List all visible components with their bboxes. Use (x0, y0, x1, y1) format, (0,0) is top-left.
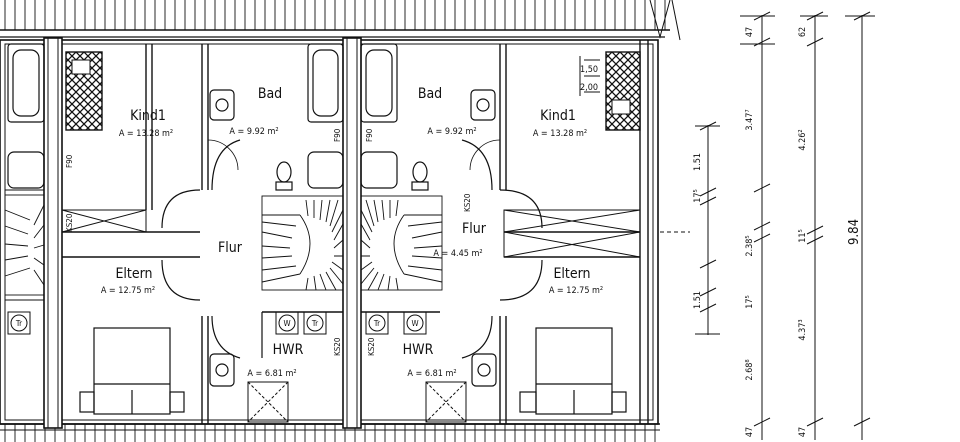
dim-col2-4: 47 (745, 427, 755, 437)
room-name-hwr-right: HWR (403, 342, 434, 358)
bathtubs (7, 43, 398, 123)
room-area-kind1-right: A = 13.28 m² (533, 129, 587, 139)
dryer-label-right: Tr (373, 319, 380, 328)
dim-col2-2: 11⁵ (798, 229, 808, 243)
room-area-hwr-left: A = 6.81 m² (247, 369, 296, 379)
dim-col2-1: 3.47⁷ (745, 109, 755, 130)
dim-col1-1: 17⁵ (693, 189, 703, 203)
dimension-lines (660, 11, 875, 440)
room-name-kind1-left: Kind1 (130, 108, 166, 124)
washer-label-left: W (283, 319, 290, 328)
appliances-left (7, 311, 427, 335)
room-area-bad-left: A = 9.92 m² (229, 127, 278, 137)
wall-label-f90-kind-left: F90 (65, 154, 74, 168)
room-name-kind1-right: Kind1 (540, 108, 576, 124)
chimney-right (605, 51, 641, 131)
room-area-kind1-left: A = 13.28 m² (119, 129, 173, 139)
room-area-eltern-left: A = 12.75 m² (101, 286, 155, 296)
showers (247, 381, 467, 423)
wall-label-f90-bad-left: F90 (333, 128, 342, 142)
window-mark (579, 56, 600, 96)
room-name-flur-right: Flur (462, 221, 487, 237)
dim-col1-5: 2.68⁸ (745, 359, 755, 380)
room-area-eltern-right: A = 12.75 m² (549, 286, 603, 296)
room-name-eltern-right: Eltern (553, 266, 590, 282)
dryer-label-far-left: Tr (15, 319, 22, 328)
wall-label-ks20-hwr-left: KS20 (333, 337, 342, 356)
room-area-flur-right: A = 4.45 m² (433, 249, 482, 259)
room-name-flur-left: Flur (218, 240, 243, 256)
dim-col1-3: 1.51 (693, 291, 703, 309)
dryer-label-left: Tr (311, 319, 318, 328)
toilets (275, 161, 429, 191)
dim-col2-3: 4.37³ (798, 319, 808, 340)
window-label-2: 2,00 (580, 83, 598, 93)
washer-label-right: W (411, 319, 418, 328)
dim-col3-1: 4.26² (798, 129, 808, 150)
room-area-bad-right: A = 9.92 m² (427, 127, 476, 137)
dim-col1-4: 17⁵ (745, 295, 755, 309)
dim-total: 9.84 (847, 219, 862, 245)
dim-col1-2: 2.38⁵ (745, 235, 755, 256)
roof-edge-top (0, 0, 681, 41)
room-name-bad-right: Bad (418, 86, 442, 102)
sinks (7, 89, 497, 387)
opening-left (61, 209, 641, 258)
stairs (4, 194, 443, 296)
wall-label-f90-bad-right: F90 (365, 128, 374, 142)
dim-col1-0: 1.51 (693, 153, 703, 171)
dim-col3-0: 62 (798, 27, 808, 37)
room-name-hwr-left: HWR (273, 342, 304, 358)
window-label-1: 1,50 (580, 65, 598, 75)
dim-col3-3: 47 (798, 427, 808, 437)
room-area-hwr-right: A = 6.81 m² (407, 369, 456, 379)
dim-col2-0: 47 (745, 27, 755, 37)
room-name-eltern-left: Eltern (115, 266, 152, 282)
roof-edge-bottom (0, 423, 660, 442)
flur-shapes (161, 139, 543, 359)
wall-label-ks20-left: KS20 (65, 213, 74, 232)
door-swings (207, 139, 501, 171)
room-name-bad-left: Bad (258, 86, 282, 102)
wall-label-ks20-flur-right: KS20 (463, 193, 472, 212)
wall-label-ks20-hwr-right: KS20 (367, 337, 376, 356)
beds (79, 327, 627, 415)
